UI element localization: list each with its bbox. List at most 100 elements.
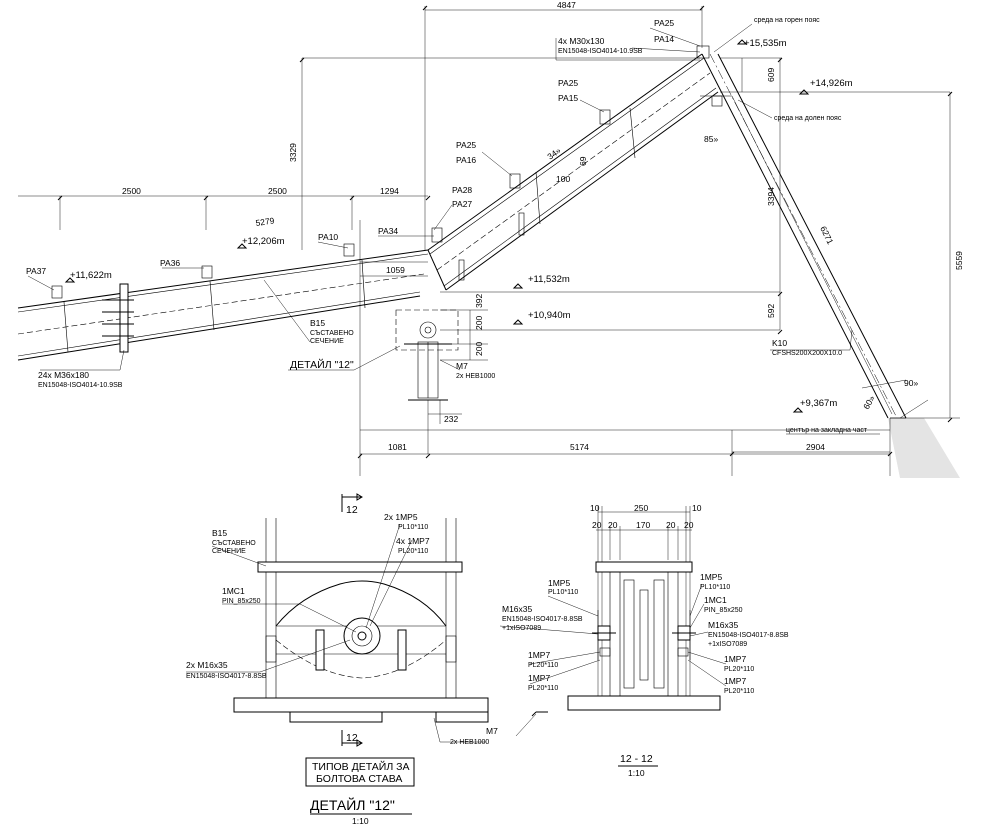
vertical-column-m7 (395, 309, 459, 401)
detail-title-box (305, 757, 415, 787)
dim-2904: 2904 (806, 442, 825, 452)
angle-90: 90» (904, 378, 918, 388)
section-right-mc1: 1MC1 (704, 595, 727, 605)
detail-m16: 2x M16x35 (186, 660, 228, 670)
detail-top-flange (257, 561, 463, 573)
dim-1294: 1294 (380, 186, 399, 196)
dim-1081: 1081 (388, 442, 407, 452)
plate-pa15: PA15 (558, 93, 578, 103)
section-right-mp5: 1MP5 (700, 572, 722, 582)
detail-gusset-bottom (275, 639, 447, 679)
dim-592: 592 (766, 304, 776, 318)
section-dim-250: 250 (634, 503, 648, 513)
bolted-splice (102, 283, 134, 353)
level-10940: +10,940m (528, 310, 571, 321)
elevation-view: 4847 3329 2500 2500 1294 5279 1059 392 2… (17, 0, 964, 478)
dim-5279: 5279 (255, 215, 275, 228)
plate-pa34: PA34 (378, 226, 398, 236)
member-m7: M7 (456, 361, 468, 371)
bolt-top-std: EN15048-ISO4014-10.9SB (558, 48, 643, 55)
note-bottom-chord: среда на долен пояс (774, 115, 842, 122)
bolt-bottom-qty: 24x M36x180 (38, 370, 89, 380)
section-left-mp5: 1MP5 (548, 578, 570, 588)
section-left-mp5-plate: PL10*110 (548, 589, 578, 596)
detail-section-mark-bottom: 12 (346, 732, 358, 744)
detail-scale: 1:10 (352, 816, 369, 826)
dim-2500-b: 2500 (268, 186, 287, 196)
plate-pa27: PA27 (452, 199, 472, 209)
section-left-m16-washer: +1xISO7089 (502, 625, 541, 632)
detail-gusset-top (275, 580, 447, 627)
dim-200-a: 200 (474, 316, 484, 330)
level-11532: +11,532m (528, 274, 570, 285)
dim-200-b: 200 (474, 342, 484, 356)
plate-pa25-top: PA25 (654, 18, 674, 28)
section-left-mp7-a: 1MP7 (528, 650, 550, 660)
detail-mp5: 2x 1MP5 (384, 512, 418, 522)
section-left-mp7-b-plate: PL20*110 (528, 685, 558, 692)
dim-232: 232 (444, 414, 458, 424)
diagonal-column-k10 (700, 53, 907, 419)
dim-3329: 3329 (288, 143, 298, 162)
detail-box-line1: ТИПОВ ДЕТАЙЛ ЗА (312, 760, 409, 773)
section-dim-170: 170 (636, 520, 650, 530)
detail-m7-section: 2x HEB1000 (450, 739, 489, 746)
detail-m7: M7 (486, 726, 498, 736)
extension-lines (18, 6, 960, 476)
level-14926: +14,926m (810, 78, 853, 89)
dim-1059: 1059 (386, 265, 405, 275)
detail-12-view: 12 12 (186, 493, 548, 826)
note-anchor-center: център на закладна част (786, 427, 868, 434)
plate-pa28: PA28 (452, 185, 472, 195)
section-dim-20-b: 20 (608, 520, 618, 530)
plate-pa25-low: PA25 (456, 140, 476, 150)
level-12206: +12,206m (242, 236, 285, 247)
section-dim-20-c: 20 (666, 520, 676, 530)
level-15535: +15,535m (744, 38, 787, 49)
detail-pin (343, 617, 381, 655)
dim-69: 69 (578, 156, 588, 166)
detail-callout: ДЕТАЙЛ "12" (290, 358, 354, 371)
lower-rafter (17, 249, 429, 361)
bolt-bottom-std: EN15048-ISO4014-10.9SB (38, 382, 123, 389)
section-right-mc1-pin: PIN_85x250 (704, 607, 743, 614)
plate-pa14: PA14 (654, 34, 674, 44)
dim-3394: 3394 (766, 187, 776, 206)
detail-mc1: 1MC1 (222, 586, 245, 596)
section-right-m16-std: EN15048-ISO4017-8.8SB (708, 632, 789, 639)
member-k10-section: CFSHS200X200X10.0 (772, 350, 842, 357)
section-dim-10-right: 10 (692, 503, 702, 513)
angle-85: 85» (704, 134, 718, 144)
detail-mc1-pin: PIN_85x250 (222, 598, 261, 605)
leader-lines (27, 23, 907, 435)
section-left-mp7-a-plate: PL20*110 (528, 662, 558, 669)
section-scale: 1:10 (628, 768, 645, 778)
detail-box-line2: БОЛТОВА СТАВА (316, 773, 402, 785)
section-base-plate (567, 695, 721, 711)
section-right-m16-washer: +1xISO7089 (708, 641, 747, 648)
section-right-mp5-plate: PL10*110 (700, 584, 730, 591)
level-markers (64, 39, 810, 413)
section-right-mp7-a-plate: PL20*110 (724, 666, 754, 673)
plate-pa37: PA37 (26, 266, 46, 276)
member-k10: K10 (772, 338, 787, 348)
dim-2500-a: 2500 (122, 186, 141, 196)
section-right-m16: M16x35 (708, 620, 739, 630)
angle-60: 60» (861, 393, 877, 411)
detail-mp7: 4x 1MP7 (396, 536, 430, 546)
dim-100: 100 (556, 174, 570, 184)
level-9367: +9,367m (800, 398, 837, 409)
detail-b15: B15 (212, 528, 227, 538)
section-top-flange (595, 561, 693, 573)
plate-pa36: PA36 (160, 258, 180, 268)
upper-rafter (427, 53, 719, 291)
dim-392: 392 (474, 294, 484, 308)
section-dim-20-a: 20 (592, 520, 602, 530)
dim-5559: 5559 (954, 251, 964, 270)
dim-4847: 4847 (557, 0, 576, 10)
plate-pa25-mid: PA25 (558, 78, 578, 88)
section-left-mp7-b: 1MP7 (528, 673, 550, 683)
detail-m16-std: EN15048-ISO4017-8.8SB (186, 673, 267, 680)
anchor-zone (888, 418, 960, 478)
